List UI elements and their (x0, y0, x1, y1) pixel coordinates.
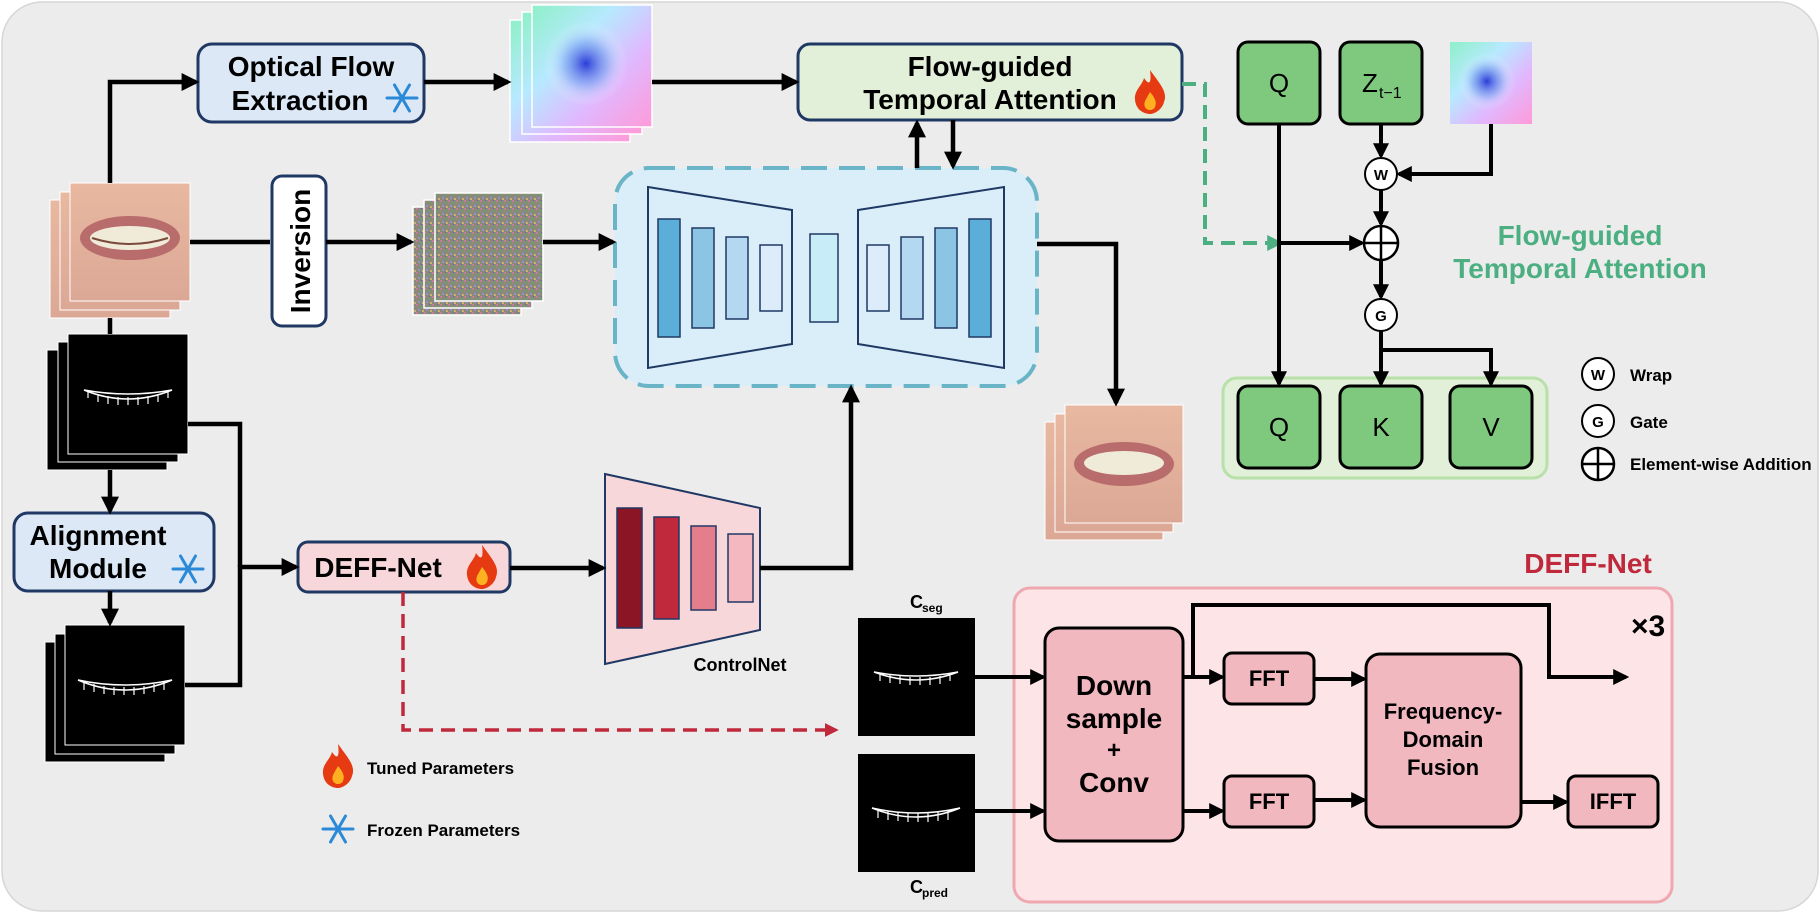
output-mouth-frames (1044, 404, 1184, 541)
alignment-label-line2: Module (49, 553, 147, 584)
attention-detail-panel: Q Z t−1 W G Q K V (1221, 40, 1707, 480)
deff-panel-arrows (975, 603, 1630, 819)
controlnet-label: ControlNet (694, 655, 787, 675)
optical-flow-label-line1: Optical Flow (228, 51, 395, 82)
alignment-label-line1: Alignment (30, 520, 167, 551)
z-label: Z (1362, 68, 1378, 98)
noise-latent-frames (412, 192, 544, 316)
optical-flow-label-line2: Extraction (232, 85, 369, 116)
optical-flow-extraction-box: Optical Flow Extraction (196, 42, 426, 124)
legend-frozen-label: Frozen Parameters (367, 821, 520, 840)
deff-detail-link (401, 592, 839, 737)
optical-flow-frames (509, 4, 653, 143)
attention-panel-arrows (1271, 124, 1499, 388)
q-label-bottom: Q (1269, 412, 1289, 442)
repeat-label: ×3 (1631, 610, 1665, 643)
fft-bottom-label: FFT (1249, 789, 1290, 814)
input-mouth-frames (49, 182, 191, 319)
legend-addition-symbol (1580, 446, 1616, 482)
c-seg-label: C (910, 592, 923, 612)
alignment-module-box: Alignment Module (12, 511, 216, 593)
legend-addition-label: Element-wise Addition (1630, 455, 1812, 474)
fft-top-label: FFT (1249, 666, 1290, 691)
flow-attention-label-line2: Temporal Attention (863, 84, 1117, 115)
operations-legend: W Wrap G Gate Element-wise Addition (1580, 357, 1812, 482)
teeth-mask-frames-bottom (44, 624, 186, 763)
downsample-line4: Conv (1079, 767, 1149, 798)
legend-gate-symbol: G (1592, 414, 1604, 431)
c-seg-subscript: seg (922, 601, 943, 615)
flow-attention-label-line1: Flow-guided (908, 51, 1073, 82)
z-subscript: t−1 (1379, 85, 1402, 102)
c-pred-subscript: pred (922, 886, 948, 900)
frequency-fusion-block (1364, 652, 1523, 829)
flame-icon (1134, 70, 1166, 114)
flow-map-thumbnail (1450, 42, 1532, 124)
snowflake-icon (321, 814, 355, 844)
fusion-line1: Frequency- (1384, 699, 1503, 724)
deff-net-box: DEFF-Net (296, 540, 512, 594)
deff-detail-panel: DEFF-Net C seg C pred Down sample + Conv… (858, 548, 1674, 904)
downsample-line2: sample (1066, 703, 1163, 734)
legend-tuned-label: Tuned Parameters (367, 759, 514, 778)
fusion-line2: Domain (1403, 727, 1484, 752)
k-label: K (1372, 412, 1390, 442)
inversion-box: Inversion (270, 174, 328, 328)
main-arrows (101, 73, 1125, 688)
deff-panel-title: DEFF-Net (1524, 548, 1652, 579)
gate-node-label: G (1375, 308, 1387, 325)
attention-panel-title-line2: Temporal Attention (1453, 253, 1707, 284)
parameter-legend: Tuned Parameters Frozen Parameters (321, 744, 520, 844)
legend-wrap-label: Wrap (1630, 366, 1672, 385)
c-pred-label: C (910, 877, 923, 897)
downsample-conv-block (1043, 626, 1185, 843)
snowflake-icon (171, 554, 205, 584)
controlnet-block: ControlNet (604, 472, 787, 675)
attention-detail-link (1182, 82, 1284, 251)
teeth-mask-frames-top (46, 333, 189, 471)
c-seg-mask (858, 618, 975, 736)
v-label: V (1482, 412, 1500, 442)
addition-node (1362, 224, 1400, 262)
snowflake-icon (385, 83, 419, 113)
c-pred-mask (858, 754, 975, 872)
legend-gate-label: Gate (1630, 413, 1668, 432)
deff-net-label: DEFF-Net (314, 552, 442, 583)
inversion-label: Inversion (285, 189, 316, 313)
ifft-label: IFFT (1590, 789, 1637, 814)
wrap-node-label: W (1374, 167, 1389, 184)
z-block (1338, 40, 1424, 126)
downsample-line1: Down (1076, 670, 1152, 701)
fusion-line3: Fusion (1407, 755, 1479, 780)
flame-icon (466, 545, 498, 589)
flame-icon (322, 744, 354, 788)
unet-block (613, 166, 1039, 388)
legend-wrap-symbol: W (1591, 367, 1606, 384)
downsample-line3: + (1107, 737, 1121, 764)
attention-panel-title-line1: Flow-guided (1498, 220, 1663, 251)
q-label-top: Q (1269, 68, 1289, 98)
flow-attention-box: Flow-guided Temporal Attention (796, 42, 1184, 122)
